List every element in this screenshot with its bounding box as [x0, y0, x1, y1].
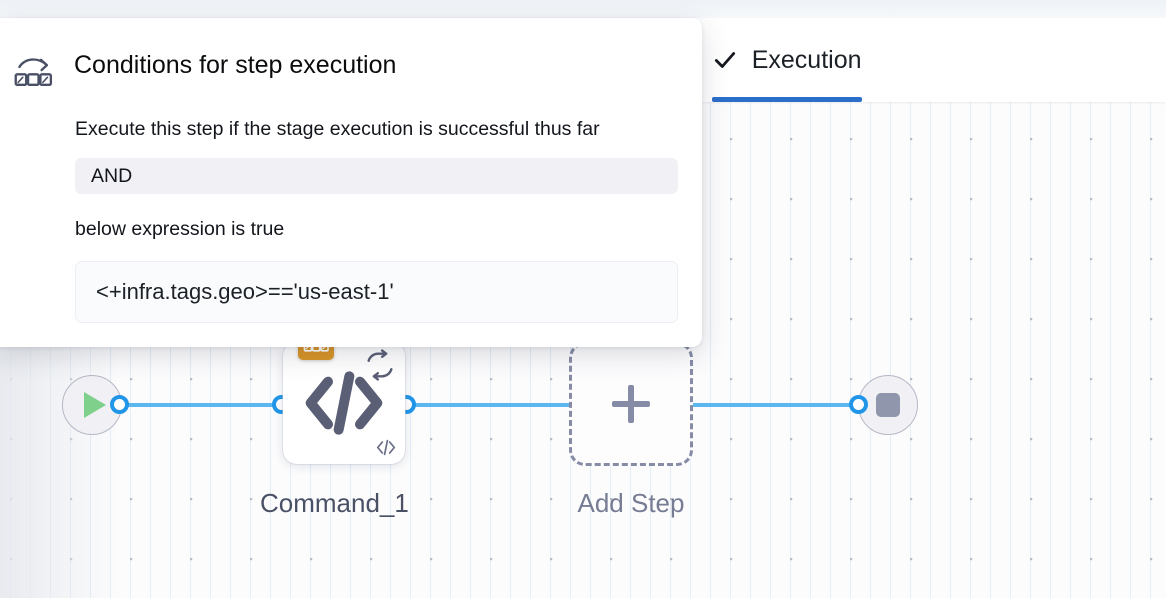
condition-text: below expression is true	[75, 218, 285, 241]
conditional-execution-icon	[12, 54, 54, 94]
add-step-label: Add Step	[577, 488, 685, 518]
step-node-command-1[interactable]	[283, 342, 405, 464]
tab-execution-label: Execution	[751, 45, 862, 74]
stop-icon	[876, 393, 900, 417]
plus-icon	[612, 385, 650, 423]
loop-strategy-icon[interactable]	[363, 348, 397, 382]
popover-header: Conditions for step execution	[0, 44, 702, 94]
edge-step-to-add	[395, 403, 635, 407]
connector-port-end-in[interactable]	[849, 395, 868, 414]
popover-title: Conditions for step execution	[74, 51, 397, 79]
edge-add-to-end	[630, 403, 870, 407]
step-type-code-icon	[375, 439, 397, 457]
code-icon	[283, 342, 405, 464]
edge-start-to-step	[112, 403, 292, 407]
step-node-label: Command_1	[260, 488, 409, 518]
popover-body: Execute this step if the stage execution…	[0, 116, 702, 323]
operator-field[interactable]: AND	[75, 158, 678, 195]
expression-field[interactable]: <+infra.tags.geo>=='us-east-1'	[75, 260, 678, 323]
check-icon	[712, 47, 738, 73]
connector-port-start-out[interactable]	[110, 395, 129, 414]
popover-description: Execute this step if the stage execution…	[75, 118, 600, 140]
tab-execution[interactable]: Execution	[711, 18, 862, 102]
pipeline-end-node[interactable]	[858, 375, 918, 435]
play-icon	[84, 392, 106, 418]
add-step-button[interactable]	[569, 342, 693, 466]
conditional-execution-popover: Conditions for step execution Execute th…	[0, 18, 702, 347]
